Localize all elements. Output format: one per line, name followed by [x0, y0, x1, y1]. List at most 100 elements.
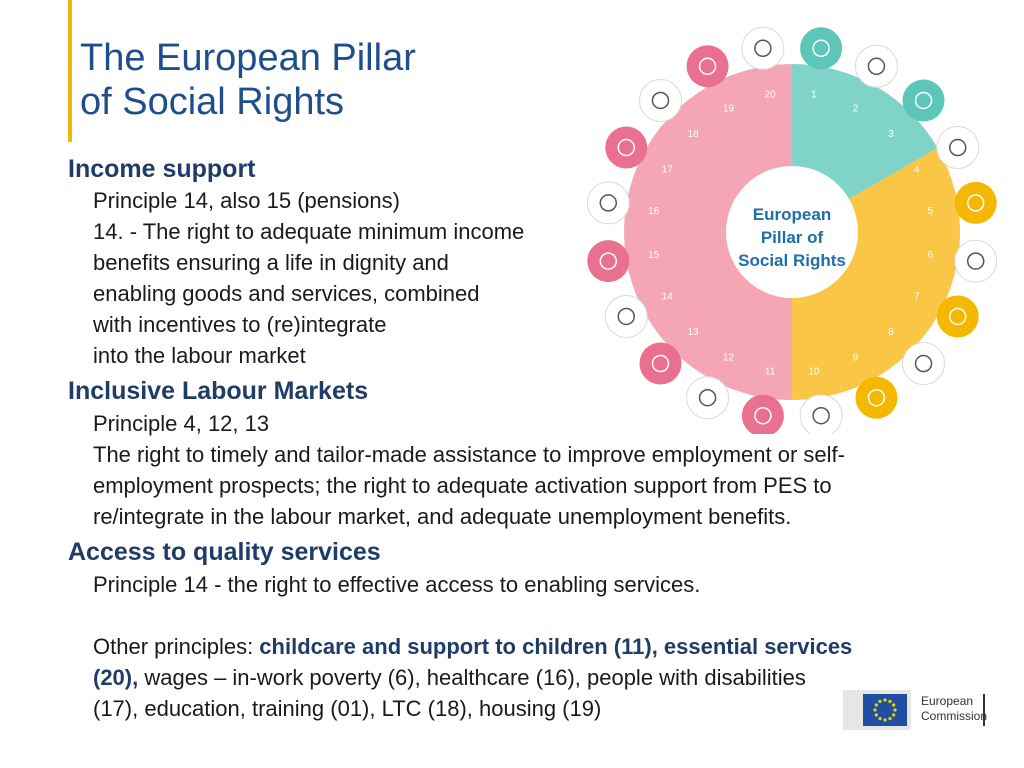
principle-icon	[686, 45, 729, 88]
principle-icon	[855, 376, 898, 419]
income-line: enabling goods and services, combined	[93, 281, 480, 306]
eu-star-icon	[893, 708, 897, 712]
principle-glyph-icon	[599, 252, 618, 270]
principle-icon	[604, 294, 648, 338]
principle-icon	[799, 394, 843, 434]
ilm-line: employment prospects; the right to adequ…	[93, 473, 832, 498]
access-quality-services-body: Principle 14 - the right to effective ac…	[93, 569, 993, 600]
principle-icon	[902, 342, 946, 386]
ilm-line: Principle 4, 12, 13	[93, 411, 270, 436]
logo-line-1: European	[921, 694, 974, 708]
principle-glyph-icon	[914, 91, 933, 110]
income-line: Principle 14, also 15 (pensions)	[93, 188, 400, 213]
principle-number: 15	[648, 250, 660, 261]
principle-glyph-icon	[754, 39, 772, 58]
principle-glyph-icon	[754, 406, 772, 425]
principle-number: 13	[687, 327, 699, 338]
other-line-1: Other principles: childcare and support …	[93, 631, 993, 662]
principle-icon	[800, 27, 843, 70]
eu-flag-icon	[843, 690, 911, 730]
principle-icon	[638, 78, 682, 122]
principle-number: 10	[808, 366, 820, 377]
principle-icon	[639, 342, 682, 385]
income-support-body: Principle 14, also 15 (pensions) 14. - T…	[93, 185, 573, 371]
inclusive-labour-markets-heading: Inclusive Labour Markets	[68, 377, 369, 405]
principle-number: 18	[687, 129, 699, 140]
principle-glyph-icon	[948, 307, 967, 326]
principle-glyph-icon	[812, 39, 830, 58]
principle-icon	[741, 394, 784, 434]
other-line-3: (17), education, training (01), LTC (18)…	[93, 696, 602, 721]
principle-icon	[605, 126, 648, 169]
principle-icon	[741, 26, 785, 70]
other-bold-1: childcare and support to children (11), …	[259, 634, 853, 659]
principle-glyph-icon	[966, 252, 985, 270]
income-line: 14. - The right to adequate minimum inco…	[93, 219, 525, 244]
principle-number: 6	[927, 250, 933, 261]
principle-number: 9	[853, 353, 859, 364]
principle-glyph-icon	[914, 354, 933, 373]
principle-number: 8	[888, 327, 894, 338]
ilm-line: re/integrate in the labour market, and a…	[93, 504, 792, 529]
principle-number: 11	[765, 366, 776, 377]
principle-number: 16	[648, 206, 660, 217]
principle-icon	[954, 239, 998, 283]
principle-icon	[587, 240, 630, 283]
income-line: with incentives to (re)integrate	[93, 312, 387, 337]
wheel-center-line-1: European	[753, 205, 831, 224]
slide-title: The European Pillar of Social Rights	[80, 36, 416, 124]
principle-icon	[936, 126, 980, 170]
principle-glyph-icon	[812, 406, 830, 425]
other-principles-body: Other principles: childcare and support …	[93, 631, 993, 724]
logo-line-2: Commission	[921, 709, 988, 723]
principle-number: 12	[723, 353, 735, 364]
principle-icon	[902, 79, 945, 122]
eu-star-icon	[873, 708, 877, 712]
other-line-2: (20), wages – in-work poverty (6), healt…	[93, 662, 993, 693]
principle-glyph-icon	[617, 307, 636, 326]
eu-star-icon	[878, 699, 882, 703]
other-rest-1: wages – in-work poverty (6), healthcare …	[138, 665, 806, 690]
wheel-center-line-2: Pillar of	[761, 228, 824, 247]
principle-glyph-icon	[867, 388, 886, 407]
principle-number: 1	[811, 90, 817, 101]
eu-star-icon	[888, 699, 892, 703]
principle-number: 19	[723, 103, 735, 114]
principle-number: 3	[888, 129, 894, 140]
principle-number: 5	[927, 206, 933, 217]
european-commission-logo: European Commission	[843, 690, 993, 730]
eu-star-icon	[883, 698, 887, 702]
principle-glyph-icon	[651, 354, 670, 373]
principle-icon	[686, 376, 730, 420]
wheel-nodes	[586, 26, 998, 434]
principle-glyph-icon	[698, 57, 717, 76]
eu-star-icon	[892, 713, 896, 717]
european-commission-wordmark: European Commission	[921, 694, 987, 724]
principle-icon	[586, 181, 630, 225]
principle-glyph-icon	[867, 57, 886, 76]
principle-glyph-icon	[966, 194, 985, 212]
principle-icon	[854, 44, 898, 88]
principle-number: 17	[662, 164, 674, 175]
principle-number: 20	[765, 90, 777, 101]
other-prefix: Other principles:	[93, 634, 260, 659]
access-quality-services-heading: Access to quality services	[68, 538, 381, 566]
principle-glyph-icon	[617, 138, 636, 157]
other-bold-2: (20),	[93, 665, 139, 690]
principle-glyph-icon	[698, 388, 717, 407]
logo-divider	[983, 694, 985, 726]
income-support-heading: Income support	[68, 155, 256, 183]
ilm-line: The right to timely and tailor-made assi…	[93, 442, 845, 467]
principle-icon	[954, 181, 997, 224]
title-accent-bar	[68, 0, 72, 142]
sector-social-protection	[624, 64, 792, 400]
eu-star-icon	[874, 713, 878, 717]
principle-number: 7	[914, 292, 920, 303]
income-line: into the labour market	[93, 343, 306, 368]
eu-star-icon	[878, 717, 882, 721]
principle-number: 4	[914, 164, 920, 175]
principle-glyph-icon	[948, 138, 967, 157]
principle-glyph-icon	[651, 91, 670, 110]
title-line-1: The European Pillar	[80, 37, 416, 79]
